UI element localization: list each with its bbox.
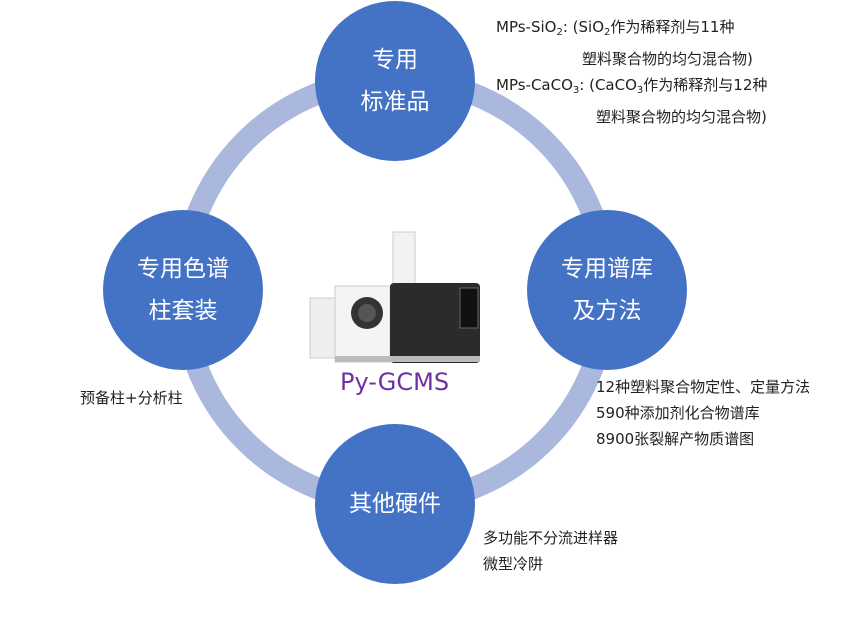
node-label: 专用色谱 [137,256,229,282]
node-label: 及方法 [572,298,642,324]
node-label: 其他硬件 [349,491,441,517]
node-standards: 专用 标准品 [315,1,475,161]
node-label: 专用 [372,47,418,73]
hardware-note: 多功能不分流进样器 微型冷阱 [483,529,619,573]
columns-note: 预备柱+分析柱 [80,389,183,407]
node-other-hardware: 其他硬件 [315,424,475,584]
node-label: 标准品 [360,89,430,115]
standards-note: MPs-SiO2: (SiO2作为稀释剂与11种 塑料聚合物的均匀混合物) MP… [496,18,768,126]
node-label: 专用谱库 [561,256,653,282]
node-library-methods: 专用谱库 及方法 [527,210,687,370]
py-gcms-instrument-image [309,231,480,363]
library-note: 12种塑料聚合物定性、定量方法 590种添加剂化合物谱库 8900张裂解产物质谱… [596,378,811,448]
node-label: 柱套装 [148,298,218,324]
node-columns: 专用色谱 柱套装 [103,210,263,370]
instrument-caption: Py-GCMS [340,368,450,396]
